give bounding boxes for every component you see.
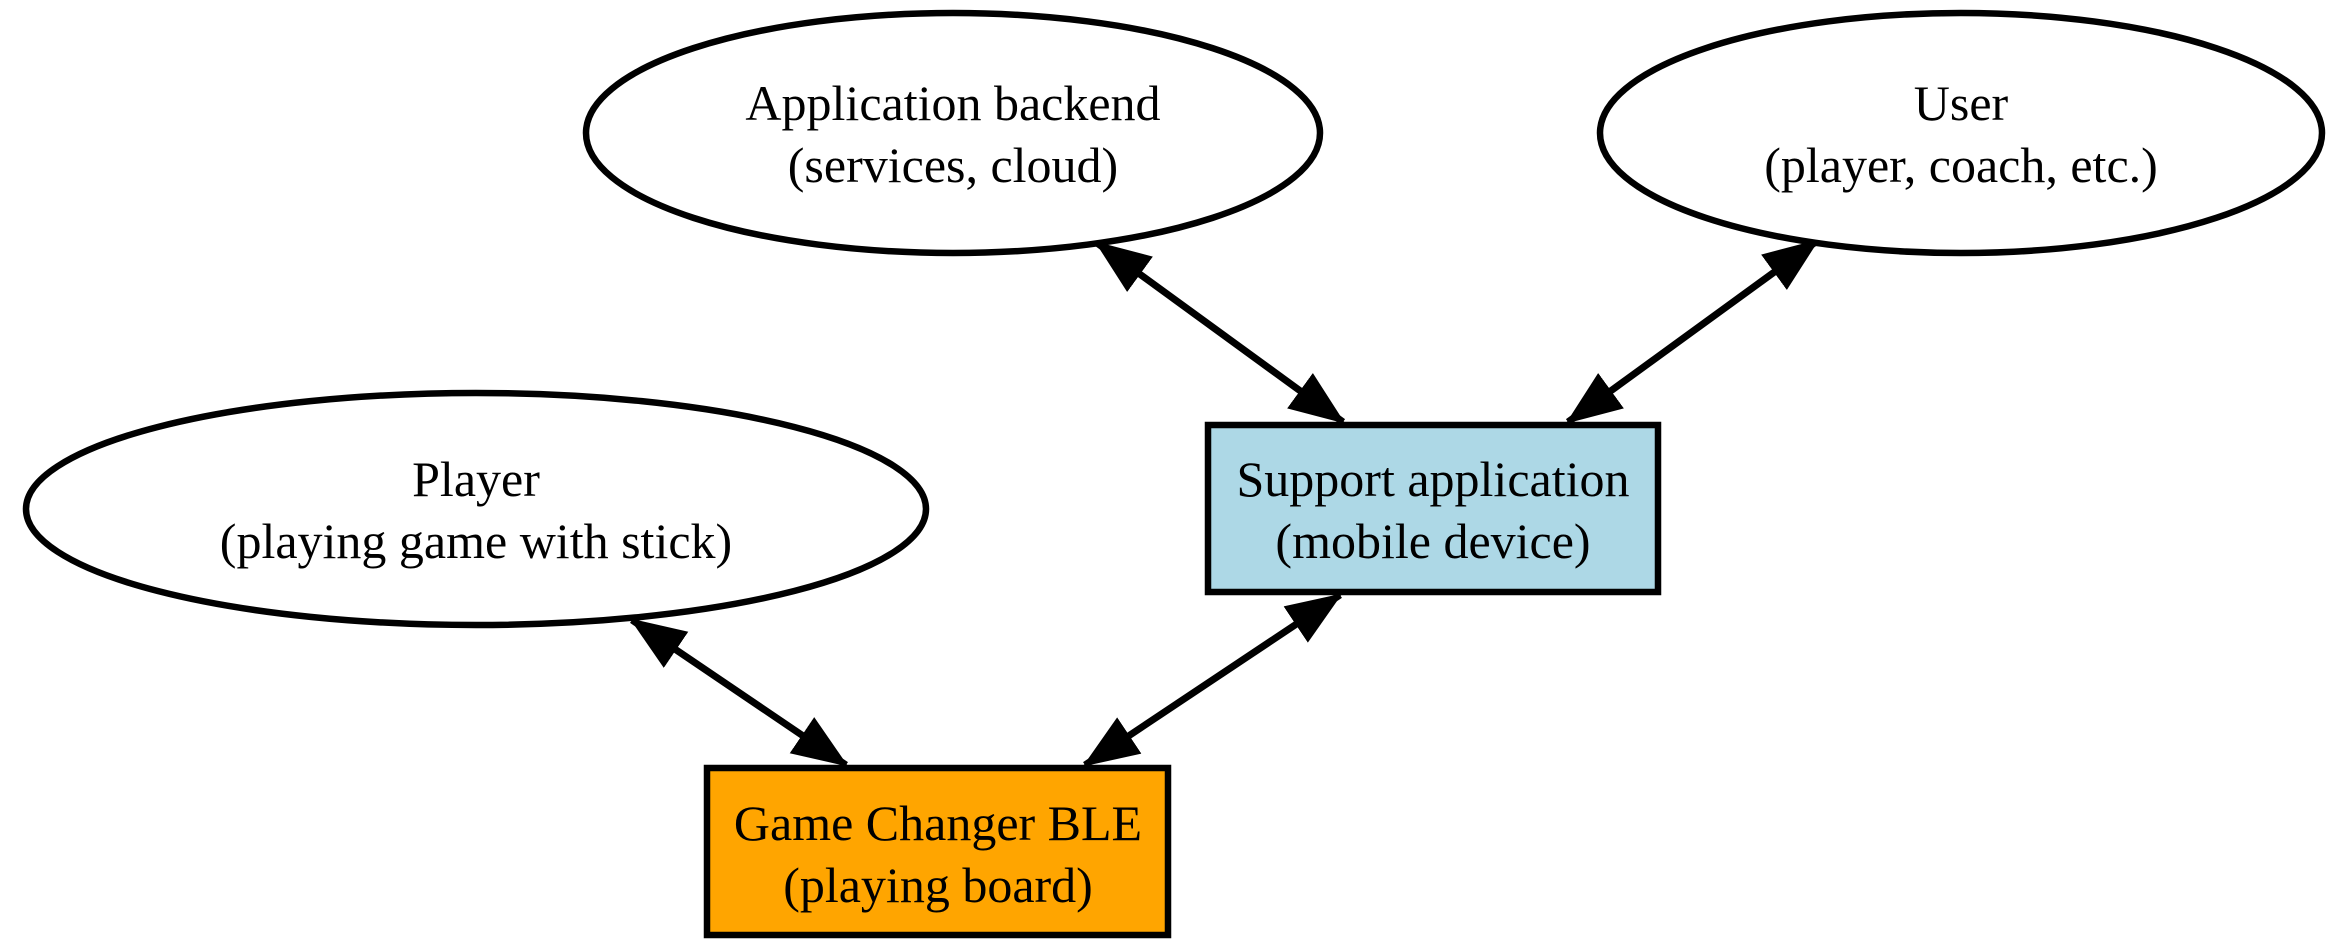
edge-user-support-application	[1565, 238, 1820, 425]
user-label-line2: (player, coach, etc.)	[1764, 137, 2158, 193]
node-game-changer-ble: Game Changer BLE (playing board)	[703, 764, 1172, 939]
player-label-line2: (playing game with stick)	[220, 513, 732, 569]
edge-player-game-changer-ble	[629, 617, 849, 768]
node-player: Player (playing game with stick)	[22, 389, 930, 629]
node-user: User (player, coach, etc.)	[1596, 9, 2326, 257]
application-backend-label-line1: Application backend	[745, 75, 1160, 131]
support-application-label-line2: (mobile device)	[1275, 513, 1590, 569]
application-backend-ellipse	[582, 9, 1324, 257]
edge-application-backend-support-application	[1094, 240, 1346, 425]
application-backend-label-line2: (services, cloud)	[788, 137, 1118, 193]
game-changer-ble-label-line1: Game Changer BLE	[734, 795, 1142, 851]
edge-game-changer-ble-support-application	[1082, 592, 1343, 768]
game-changer-ble-box	[703, 764, 1172, 939]
player-ellipse	[22, 389, 930, 629]
edge-group	[629, 238, 1820, 768]
support-application-box	[1204, 421, 1662, 596]
node-application-backend: Application backend (services, cloud)	[582, 9, 1324, 257]
node-support-application: Support application (mobile device)	[1204, 421, 1662, 596]
user-ellipse	[1596, 9, 2326, 257]
support-application-label-line1: Support application	[1237, 451, 1630, 507]
player-label-line1: Player	[412, 451, 540, 507]
user-label-line1: User	[1914, 75, 2009, 131]
game-changer-ble-label-line2: (playing board)	[783, 857, 1093, 913]
